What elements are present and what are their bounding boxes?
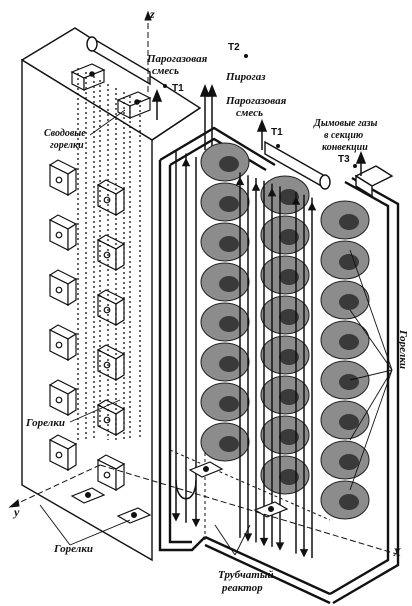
- wall-flame: [260, 215, 310, 255]
- label-burners-bottom: Горелки: [53, 543, 93, 555]
- dotted-tube-lines: [77, 68, 141, 440]
- wall-burner-box: [96, 179, 126, 217]
- axis-label-x: X: [392, 545, 402, 559]
- label-vault-burners-1: Сводовые: [44, 128, 86, 139]
- mid-collector-pipe: [264, 140, 331, 190]
- flue-outlet: [354, 165, 394, 198]
- floor-burner: [116, 507, 152, 524]
- top-collector-pipe: [86, 36, 151, 86]
- label-tube-reactor-1: Трубчатый: [218, 569, 274, 581]
- label-tube-reactor-2: реактор: [221, 582, 263, 594]
- wall-flame: [260, 415, 310, 455]
- wall-burner-box: [48, 324, 78, 362]
- wall-flame: [200, 182, 250, 222]
- wall-flame: [320, 240, 370, 280]
- floor-burner: [188, 461, 224, 478]
- wall-burner-box: [96, 399, 126, 437]
- wall-flame: [320, 320, 370, 360]
- leader-lines: [39, 109, 393, 556]
- wall-flame: [320, 480, 370, 520]
- flow-arrow: [259, 537, 269, 547]
- y-axis: [13, 464, 101, 506]
- wall-flame: [260, 455, 310, 495]
- wall-burner-box: [48, 379, 78, 417]
- firebox-top-wall: [159, 126, 276, 167]
- tag-t2: T2: [228, 42, 240, 53]
- label-flue-gas-1: Дымовые газы: [313, 118, 378, 129]
- wall-flame: [260, 295, 310, 335]
- axis-label-y: y: [12, 505, 20, 519]
- flow-arrow: [291, 196, 301, 205]
- left-block-front-face: [21, 58, 153, 562]
- tag-t1a: T1: [172, 83, 184, 94]
- labels: Парогазовая смесь Пирогаз Парогазовая см…: [12, 7, 409, 594]
- axis-label-z: z: [149, 7, 155, 21]
- flow-arrow: [191, 518, 201, 528]
- flow-arrow: [243, 533, 253, 542]
- label-pirogaz: Пирогаз: [225, 71, 266, 83]
- wall-flame: [200, 342, 250, 382]
- label-burners-left: Горелки: [25, 417, 65, 429]
- flow-arrow: [267, 187, 277, 197]
- firebox-wall: [158, 160, 206, 552]
- tag-dots: [163, 54, 357, 168]
- tube-u-bend: [175, 479, 197, 500]
- flow-arrow: [251, 182, 261, 191]
- flow-arrow: [307, 201, 317, 211]
- wall-burner-box: [48, 214, 78, 252]
- wall-flame: [320, 400, 370, 440]
- wall-burner-box: [48, 269, 78, 307]
- label-parogaz-mix-top-1: Парогазовая: [146, 53, 208, 65]
- wall-flame: [200, 422, 250, 462]
- tag-t3: T3: [338, 154, 350, 165]
- floor-burner: [253, 501, 289, 518]
- wall-flame: [260, 255, 310, 295]
- floor-burner: [70, 487, 106, 504]
- wall-flame: [320, 200, 370, 240]
- outlet-arrows: [151, 83, 367, 176]
- wall-flame: [200, 302, 250, 342]
- tag-t1b: T1: [271, 127, 283, 138]
- collectors: [86, 36, 394, 198]
- wall-flame: [200, 222, 250, 262]
- wall-burner-box: [96, 454, 126, 492]
- wall-flame: [200, 382, 250, 422]
- wall-burners: [48, 159, 126, 492]
- floor-burners: [70, 461, 289, 524]
- flow-arrow: [275, 542, 285, 551]
- wall-flame: [320, 360, 370, 400]
- wall-flame: [260, 175, 310, 215]
- flow-arrow: [299, 549, 309, 558]
- wall-flame: [200, 142, 250, 182]
- wall-flame: [320, 440, 370, 480]
- flow-arrow: [235, 176, 245, 186]
- label-flue-gas-3: конвекции: [322, 142, 368, 153]
- wall-flame: [260, 375, 310, 415]
- wall-burner-box: [48, 434, 78, 472]
- wall-flame: [200, 262, 250, 302]
- wall-flame: [320, 280, 370, 320]
- label-burners-right: Горелки: [397, 329, 409, 369]
- reactor-tubes: [171, 150, 317, 559]
- firebox-right-wall: [329, 180, 390, 596]
- wall-burner-box: [96, 289, 126, 327]
- wall-flame: [260, 335, 310, 375]
- vault-burner-box: [70, 63, 106, 91]
- label-vault-burners-2: горелки: [50, 140, 84, 151]
- axes: [8, 10, 401, 556]
- wall-flame-grid: [200, 142, 370, 520]
- firebox-floor: [204, 535, 331, 596]
- wall-burner-box: [96, 234, 126, 272]
- label-parogaz-mix-mid-1: Парогазовая: [225, 95, 287, 107]
- label-parogaz-mix-top-2: смесь: [152, 65, 179, 77]
- wall-burner-box: [48, 159, 78, 197]
- label-parogaz-mix-mid-2: смесь: [236, 107, 263, 119]
- flow-arrow: [181, 157, 191, 167]
- x-axis: [99, 464, 401, 556]
- label-flue-gas-2: в секцию: [324, 130, 363, 141]
- flow-arrow: [171, 513, 181, 522]
